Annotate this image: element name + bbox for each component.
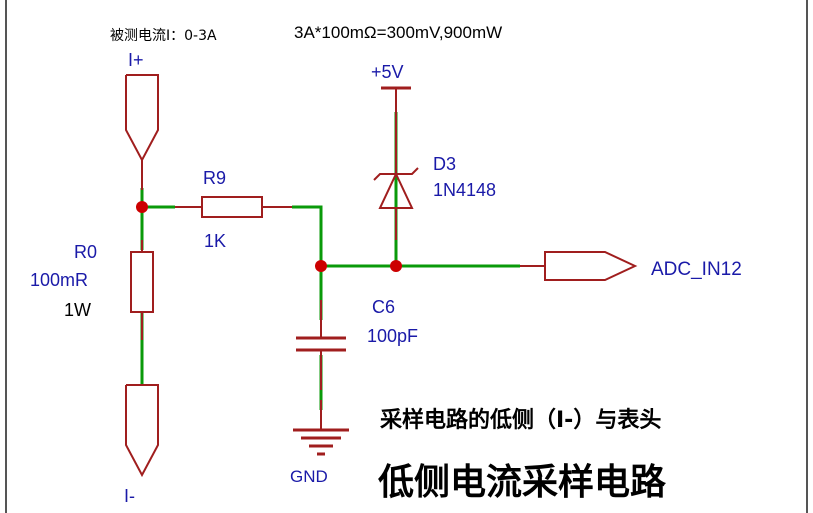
caption-subtitle: 采样电路的低侧（I-）与表头 [380,407,661,433]
r0-body [130,251,154,313]
d3-ref: D3 [433,154,456,174]
wires [140,112,520,410]
c6-ref: C6 [372,297,395,317]
net-label-gnd: GND [290,467,328,486]
wire-r9-to-node [292,205,323,320]
components [125,74,638,478]
d3-cathode-bar [373,167,419,181]
r0-ref: R0 [74,242,97,262]
r9-body [201,196,263,218]
junctions [136,201,402,272]
junction-dot-rshunt [136,201,148,213]
junction-dot-cap [315,260,327,272]
net-label-adc: ADC_IN12 [651,259,742,280]
port-iplus-symbol [125,74,159,163]
junction-dot-diode [390,260,402,272]
caption-title: 低侧电流采样电路 [378,462,667,503]
net-label-iminus: I- [124,486,135,506]
r0-value: 100mR [30,270,88,290]
c6-value: 100pF [367,326,418,346]
header-measured-current: 被测电流I：0-3A [110,28,217,44]
port-iminus-symbol [125,384,159,478]
port-adc-symbol [544,251,638,281]
d3-value: 1N4148 [433,180,496,200]
header-power-calc: 3A*100mΩ=300mV,900mW [294,23,502,42]
r9-value: 1K [204,231,226,251]
r0-power: 1W [64,300,91,320]
net-label-iplus: I+ [128,50,144,70]
r9-ref: R9 [203,168,226,188]
net-label-vcc: +5V [371,62,404,82]
